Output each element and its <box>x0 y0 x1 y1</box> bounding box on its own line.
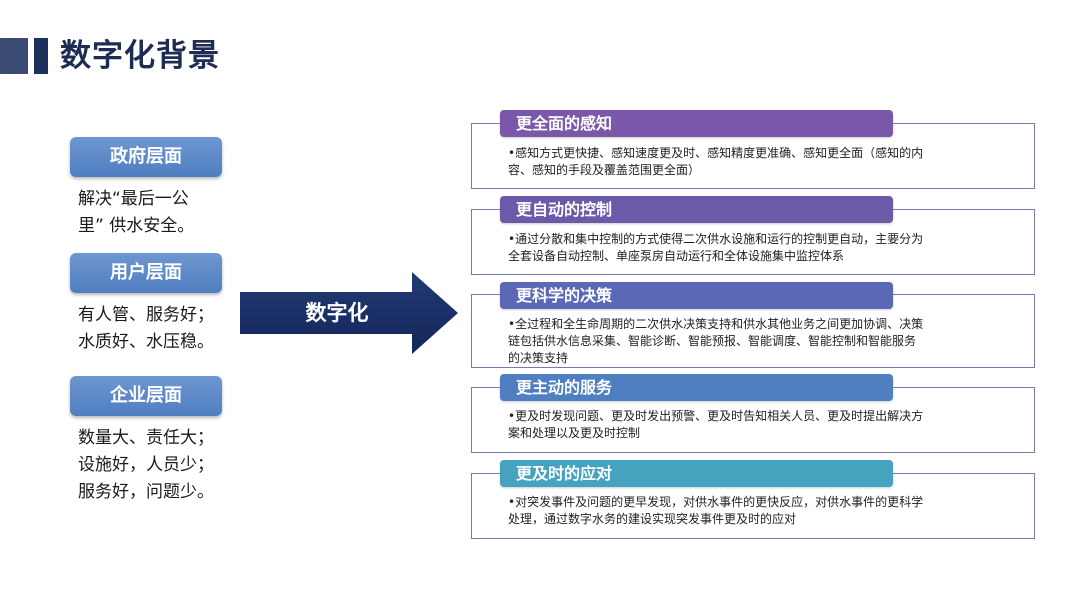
level-text-line: 数量大、责任大； <box>78 428 214 448</box>
level-pill-government: 政府层面 <box>70 137 222 177</box>
level-text-government: 解决“最后一公 里” 供水安全。 <box>78 186 228 240</box>
level-text-enterprise: 数量大、责任大； 设施好，人员少； 服务好，问题少。 <box>78 425 228 506</box>
card-text-decision: •全过程和全生命周期的二次供水决策支持和供水其他业务之间更加协调、决策 链包括供… <box>508 316 998 367</box>
card-text-line: 处理，通过数字水务的建设实现突发事件更及时的应对 <box>508 512 797 526</box>
title-bar-dark <box>34 38 48 74</box>
card-text-service: •更及时发现问题、更及时发出预警、更及时告知相关人员、更及时提出解决方 案和处理… <box>508 408 998 442</box>
card-text-line: 全套设备自动控制、单座泵房自动运行和全体设施集中监控体系 <box>508 249 845 263</box>
level-text-line: 有人管、服务好； <box>78 305 214 325</box>
level-text-line: 服务好，问题少。 <box>78 482 214 502</box>
level-pill-user: 用户层面 <box>70 253 222 293</box>
arrow-label: 数字化 <box>305 301 369 325</box>
card-text-control: •通过分散和集中控制的方式使得二次供水设施和运行的控制更自动，主要分为 全套设备… <box>508 231 998 265</box>
card-text-perception: •感知方式更快捷、感知速度更及时、感知精度更准确、感知更全面（感知的内 容、感知… <box>508 145 998 179</box>
card-header-perception: 更全面的感知 <box>500 110 893 137</box>
card-header-response: 更及时的应对 <box>500 460 893 487</box>
card-text-line: 容、感知的手段及覆盖范围更全面） <box>508 163 701 177</box>
card-text-line: •全过程和全生命周期的二次供水决策支持和供水其他业务之间更加协调、决策 <box>508 317 924 331</box>
card-text-line: •感知方式更快捷、感知速度更及时、感知精度更准确、感知更全面（感知的内 <box>508 146 924 160</box>
card-text-line: 链包括供水信息采集、智能诊断、智能预报、智能调度、智能控制和智能服务 <box>508 334 917 348</box>
page-title: 数字化背景 <box>60 38 220 74</box>
card-header-decision: 更科学的决策 <box>500 282 893 309</box>
card-text-response: •对突发事件及问题的更早发现，对供水事件的更快反应，对供水事件的更科学 处理，通… <box>508 494 998 528</box>
card-text-line: 案和处理以及更及时控制 <box>508 426 641 440</box>
level-text-line: 解决“最后一公 <box>78 189 189 209</box>
card-header-control: 更自动的控制 <box>500 196 893 223</box>
level-text-line: 里” 供水安全。 <box>78 216 195 236</box>
level-text-user: 有人管、服务好； 水质好、水压稳。 <box>78 302 228 356</box>
card-text-line: •通过分散和集中控制的方式使得二次供水设施和运行的控制更自动，主要分为 <box>508 232 924 246</box>
card-text-line: •更及时发现问题、更及时发出预警、更及时告知相关人员、更及时提出解决方 <box>508 409 924 423</box>
right-arrow-icon <box>240 272 458 354</box>
level-text-line: 设施好，人员少； <box>78 455 214 475</box>
level-pill-enterprise: 企业层面 <box>70 376 222 416</box>
card-header-service: 更主动的服务 <box>500 374 893 401</box>
level-text-line: 水质好、水压稳。 <box>78 332 214 352</box>
card-text-line: •对突发事件及问题的更早发现，对供水事件的更快反应，对供水事件的更科学 <box>508 495 924 509</box>
card-text-line: 的决策支持 <box>508 351 569 365</box>
title-bar-light <box>0 38 28 74</box>
